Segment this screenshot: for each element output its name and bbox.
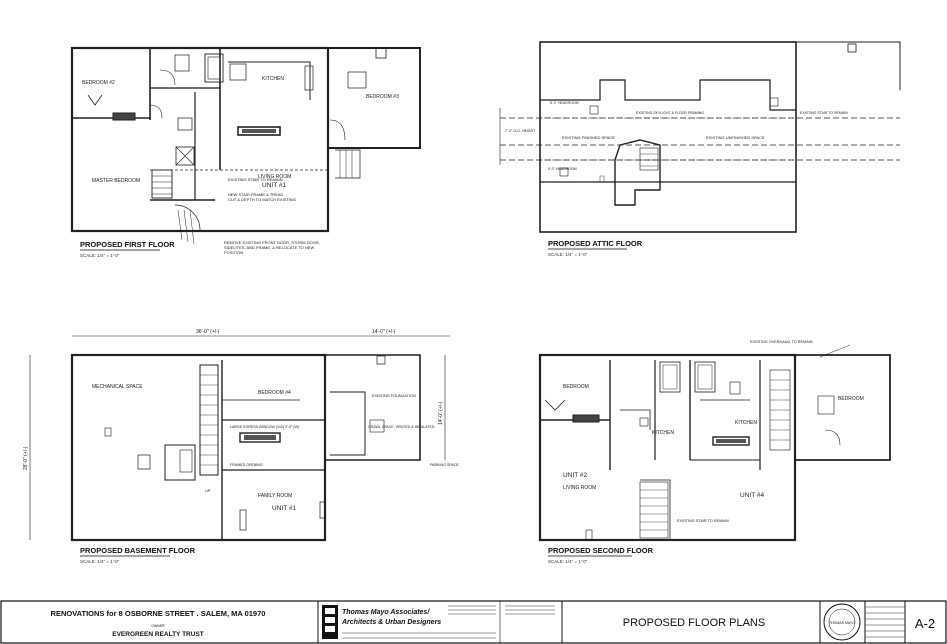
first-floor-plan: [70, 46, 421, 245]
ff-living-label: LIVING ROOM: [258, 174, 291, 180]
bsmt-bedroom-label: BEDROOM #4: [258, 390, 291, 396]
attic-dim4: EXISTING SKYLIGHT & FLOOR FRAMING: [636, 111, 704, 115]
second-floor-title: PROPOSED SECOND FLOOR: [548, 546, 654, 555]
basement-labels: 36'-0" (+/-) 14'-0" (+/-) 28'-0" (+/-) 1…: [23, 329, 459, 564]
attic-stair-label: EXISTING STAIR TO REMAIN: [800, 111, 848, 115]
sf-kitchen-left: KITCHEN: [652, 430, 674, 436]
ff-note2: CUT & DEPTH TO MATCH EXISTING: [228, 197, 296, 202]
sf-bedroom-right: BEDROOM: [838, 396, 864, 402]
ff-note1: NEW STAIR FRAME & TREAD: [228, 192, 284, 197]
ff-bedroom-right-label: BEDROOM #3: [366, 94, 399, 100]
firm-name-line1: Thomas Mayo Associates/: [342, 609, 430, 616]
bsmt-foundation-label: EXISTING FOUNDATION: [372, 394, 416, 398]
title-block: RENOVATIONS for 8 OSBORNE STREET . SALEM…: [0, 600, 947, 644]
sheet-title: PROPOSED FLOOR PLANS: [623, 617, 765, 629]
firm-logo-icon: [322, 605, 338, 639]
bsmt-dim-right: 14'-0" (+/-): [372, 329, 396, 335]
owner-label: OWNER: [151, 624, 165, 628]
basement-floor-plan: [29, 335, 450, 542]
attic-dim2: 7'-0" CLG. HEIGHT: [505, 129, 536, 133]
owner-name: EVERGREEN REALTY TRUST: [112, 631, 204, 638]
sf-unit-right: UNIT #4: [740, 492, 764, 499]
bsmt-dim-left: 28'-0" (+/-): [23, 446, 29, 470]
project-title: RENOVATIONS for 8 OSBORNE STREET . SALEM…: [51, 609, 266, 618]
bsmt-up-label: UP: [205, 488, 211, 493]
bsmt-mech-label: MECHANICAL SPACE: [92, 384, 143, 390]
sf-bedroom-left: BEDROOM: [563, 384, 589, 390]
bsmt-family-label: FAMILY ROOM: [258, 493, 292, 499]
ff-kitchen-label: KITCHEN: [262, 76, 284, 82]
ff-stair-note: EXISTING STAIR TO REMAIN: [228, 177, 283, 182]
seal-name: THOMAS MAYO: [829, 621, 855, 625]
ff-note4: SIDELITES, AND FRAME, & RELOCATE TO NEW: [224, 245, 314, 250]
second-floor-plan: [538, 344, 891, 542]
ff-note5: POSITION: [224, 250, 243, 255]
attic-scale: SCALE: 1/4" = 1'-0": [548, 252, 588, 257]
attic-dim1: 8'-0" HEADROOM: [550, 101, 579, 105]
ff-master-label: MASTER BEDROOM: [92, 178, 140, 184]
bsmt-parking-label: PARKING SPACE: [430, 463, 459, 467]
sf-top-note: EXISTING OVERHANG TO REMAIN: [750, 340, 813, 344]
bsmt-window1: LARGE EGRESS WINDOW (2x2) 3'-0" (W): [230, 425, 299, 429]
ff-note3: REMOVE EXISTING FRONT DOOR, STORM DOOR,: [224, 240, 320, 245]
attic-floor-plan: [499, 41, 901, 233]
bsmt-window2: FRAMED OPENING: [230, 463, 263, 467]
ff-unit-label: UNIT #1: [262, 182, 286, 189]
firm-name-line2: Architects & Urban Designers: [341, 619, 441, 626]
first-floor-scale: SCALE: 1/4" = 1'-0": [80, 253, 120, 258]
basement-title: PROPOSED BASEMENT FLOOR: [80, 546, 196, 555]
first-floor-title: PROPOSED FIRST FLOOR: [80, 240, 175, 249]
ff-bedroom-label: BEDROOM #2: [82, 80, 115, 86]
architect-seal-icon: [823, 603, 861, 641]
first-floor-labels: BEDROOM #2 KITCHEN BEDROOM #3 MASTER BED…: [80, 76, 399, 258]
attic-labels: EXISTING FINISHED SPACE EXISTING UNFINIS…: [505, 101, 848, 257]
sheet-number: A-2: [915, 616, 935, 631]
sf-kitchen-right: KITCHEN: [735, 420, 757, 426]
second-floor-scale: SCALE: 1/4" = 1'-0": [548, 559, 588, 564]
bsmt-dim-main: 36'-0" (+/-): [196, 329, 220, 335]
attic-dim3: 5'-0" HEADROOM: [548, 167, 577, 171]
attic-finished-label: EXISTING FINISHED SPACE: [562, 135, 615, 140]
attic-unfinished-label: EXISTING UNFINISHED SPACE: [706, 135, 765, 140]
second-floor-labels: BEDROOM BEDROOM KITCHEN KITCHEN UNIT #2 …: [548, 340, 864, 564]
sf-stair-note: EXISTING STAIR TO REMAIN: [677, 519, 729, 523]
sf-unit-left: UNIT #2: [563, 472, 587, 479]
basement-scale: SCALE: 1/4" = 1'-0": [80, 559, 120, 564]
bsmt-dim-side: 14'-0" (+/-): [438, 401, 444, 425]
attic-title: PROPOSED ATTIC FLOOR: [548, 239, 643, 248]
sf-living-label: LIVING ROOM: [563, 485, 596, 491]
bsmt-crawl-label: CRAWL SPACE, VENTED & INSULATED: [368, 425, 435, 429]
bsmt-unit-label: UNIT #1: [272, 505, 296, 512]
